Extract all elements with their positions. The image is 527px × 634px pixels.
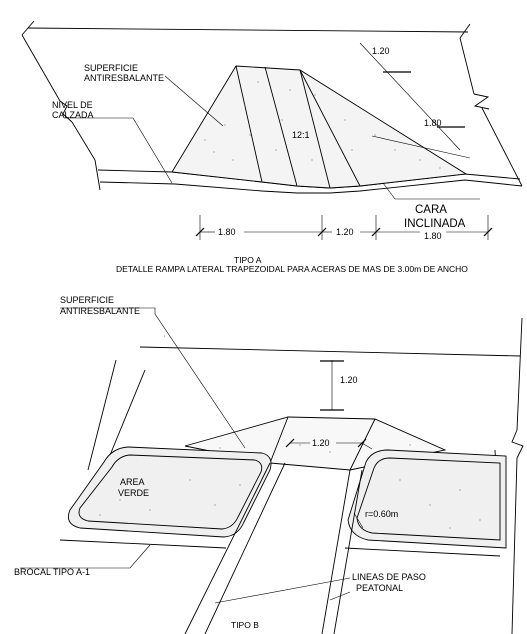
tipo-b-label-superficie-2: ANTIRESBALANTE bbox=[60, 306, 140, 316]
tipo-b-label-lineas-2: PEATONAL bbox=[356, 583, 403, 593]
tipo-a-top-line bbox=[21, 20, 471, 39]
tipo-b-leader-lineas-1 bbox=[214, 577, 351, 604]
tipo-b-dim-horizontal bbox=[285, 438, 373, 450]
tipo-b-dim-top: 1.20 bbox=[340, 375, 358, 385]
tipo-b-label-area-1: AREA bbox=[120, 477, 145, 487]
tipo-b-label-area-2: VERDE bbox=[118, 488, 149, 498]
tipo-a-bottom-dimension bbox=[195, 227, 493, 237]
tipo-a-label-superficie-1: SUPERFICIE bbox=[84, 63, 138, 73]
tipo-b-label-radius: r=0.60m bbox=[365, 509, 398, 519]
tipo-b-area-verde-right bbox=[347, 449, 507, 549]
tipo-a-label-cara-1: CARA bbox=[415, 204, 447, 216]
tipo-a-left-edge bbox=[21, 34, 101, 191]
tipo-a-dim-bottom-right: 1.80 bbox=[424, 231, 442, 241]
tipo-a-dim-top: 1.20 bbox=[372, 46, 390, 56]
tipo-a-dim-right: 1.80 bbox=[424, 118, 442, 128]
tipo-b-detail: SUPERFICIE ANTIRESBALANTE 1.20 1.20 AREA… bbox=[14, 295, 524, 634]
tipo-b-area-verde-left bbox=[67, 446, 272, 538]
tipo-a-label-cara-2: INCLINADA bbox=[404, 218, 466, 230]
tipo-b-label-lineas-1: LINEAS DE PASO bbox=[352, 572, 426, 582]
tipo-b-dim-vertical bbox=[320, 360, 344, 411]
tipo-b-label-superficie-1: SUPERFICIE bbox=[60, 295, 114, 305]
tipo-b-curb-right bbox=[344, 547, 501, 557]
tipo-b-leader-radius bbox=[353, 512, 364, 529]
tipo-b-leader-lineas-2 bbox=[329, 591, 351, 601]
tipo-a-leader-cara bbox=[382, 182, 480, 200]
tipo-a-detail: SUPERFICIE ANTIRESBALANTE NIVEL DE CALZA… bbox=[21, 20, 523, 274]
tipo-a-right-edge bbox=[459, 37, 523, 187]
tipo-b-street-line bbox=[139, 346, 521, 357]
tipo-b-leader-brocal bbox=[20, 544, 151, 569]
tipo-a-label-superficie-2: ANTIRESBALANTE bbox=[84, 73, 164, 83]
tipo-a-caption-title: TIPO A bbox=[234, 255, 262, 265]
tipo-a-leader-superficie bbox=[164, 75, 224, 127]
tipo-a-dim-bottom-mid: 1.20 bbox=[336, 227, 354, 237]
tipo-a-caption-detail: DETALLE RAMPA LATERAL TRAPEZOIDAL PARA A… bbox=[116, 264, 468, 274]
tipo-a-dim-bottom-left: 1.80 bbox=[218, 227, 236, 237]
tipo-b-leader-superficie bbox=[60, 307, 246, 449]
tipo-a-texture bbox=[204, 81, 441, 169]
tipo-b-caption-title: TIPO B bbox=[231, 620, 259, 630]
tipo-b-dim-mid: 1.20 bbox=[312, 438, 330, 448]
tipo-b-label-brocal: BROCAL TIPO A-1 bbox=[14, 567, 90, 577]
tipo-a-label-nivel-2: CALZADA bbox=[52, 110, 94, 120]
tipo-a-slant-dims bbox=[359, 42, 471, 159]
tipo-a-ramp bbox=[171, 65, 468, 189]
tipo-b-curb-left bbox=[59, 539, 227, 549]
tipo-a-slope: 12:1 bbox=[292, 130, 310, 140]
tipo-b-texture bbox=[99, 444, 481, 529]
tipo-a-leader-nivel bbox=[64, 117, 173, 184]
tipo-a-label-nivel-1: NIVEL DE bbox=[52, 100, 93, 110]
tipo-b-crosswalk-lines bbox=[184, 462, 363, 634]
